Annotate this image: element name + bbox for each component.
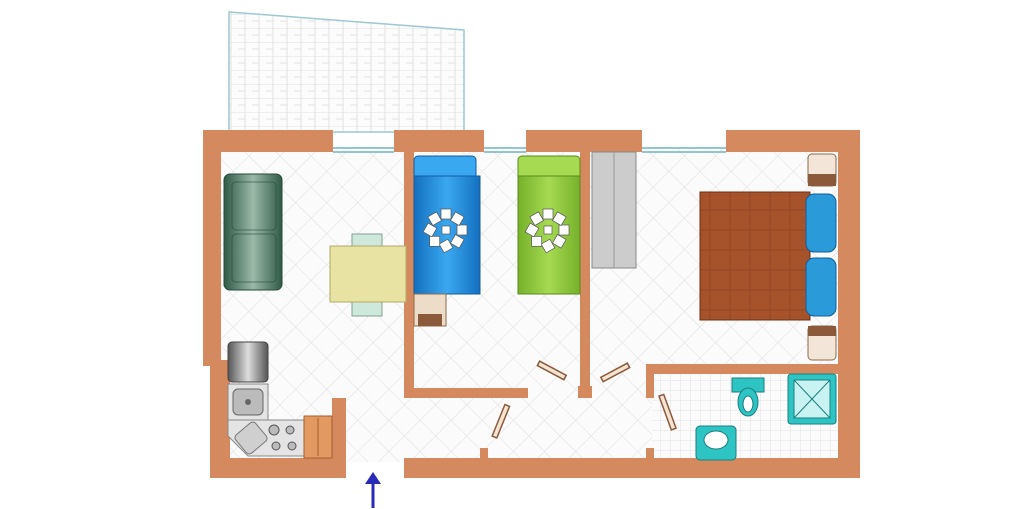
bed-pattern-square [542, 208, 554, 220]
wardrobe [591, 151, 637, 269]
washbasin [695, 425, 737, 461]
double-bed [699, 191, 837, 321]
nightstand-bottom [807, 325, 837, 361]
bed-pattern-square [531, 235, 543, 247]
bed-pattern-square [450, 211, 465, 226]
bed-pattern-square [429, 235, 441, 247]
bed-pattern-square [529, 211, 544, 226]
fridge [227, 341, 269, 383]
entrance-arrow [365, 472, 381, 508]
bed-pattern-square [427, 211, 442, 226]
bed-pattern-square [422, 222, 438, 238]
bed-pattern-square [450, 234, 465, 249]
nightstand-top [807, 153, 837, 187]
sofa [223, 173, 283, 291]
kitchen-counter [227, 383, 305, 457]
bed-pattern-square [456, 224, 468, 236]
shower [787, 373, 837, 425]
windows [333, 147, 726, 153]
cabinet [303, 415, 333, 459]
single-bed-blue [413, 155, 481, 295]
dining-table [329, 233, 407, 317]
bed-pattern-center [441, 225, 451, 235]
bed-pattern-square [552, 234, 567, 249]
bed-pattern-square [440, 208, 452, 220]
walls [203, 130, 860, 478]
bed-pattern-square [558, 224, 570, 236]
single-bed-green [517, 155, 581, 295]
bed-pattern-square [524, 222, 540, 238]
doors [491, 360, 677, 439]
desk [413, 293, 447, 327]
bed-pattern-square [438, 238, 454, 254]
bed-pattern-square [540, 238, 556, 254]
bed-pattern-center [543, 225, 553, 235]
bed-pattern-square [552, 211, 567, 226]
toilet [731, 377, 765, 417]
terrace [228, 11, 465, 133]
